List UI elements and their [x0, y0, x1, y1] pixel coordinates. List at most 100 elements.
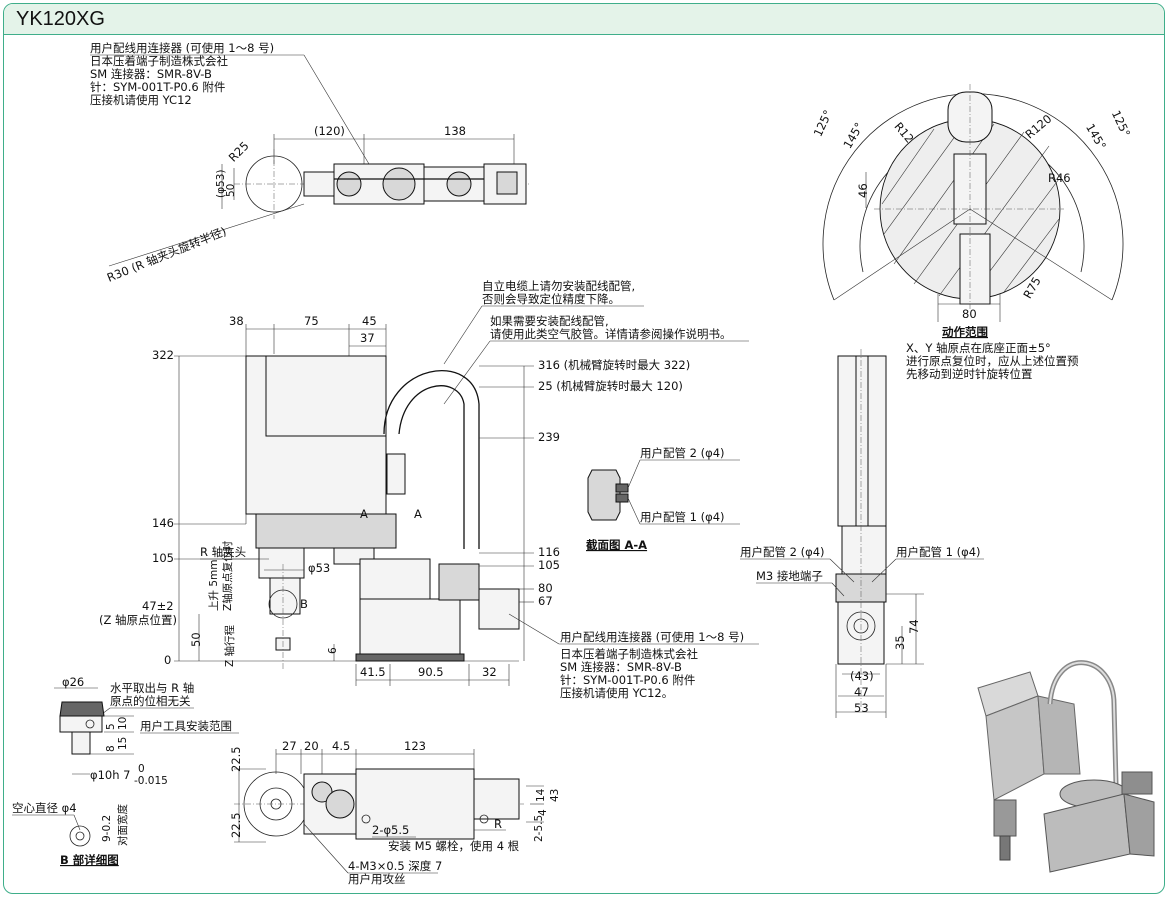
- side-connector-line-4: 针：SYM-001T-P0.6 附件: [560, 673, 695, 687]
- robot-chuck: [993, 799, 1017, 837]
- r-chuck-label: R 轴夹头: [200, 545, 246, 559]
- arm-body: [245, 355, 387, 515]
- self-standing-cable: [383, 369, 480, 549]
- connector-block: [496, 171, 518, 195]
- dim-10: 10: [117, 717, 129, 730]
- base-plate: [355, 653, 465, 662]
- dim-0: 0: [164, 653, 171, 667]
- dim-47: 47±2: [142, 599, 174, 613]
- leader-line: [831, 582, 845, 597]
- motion-range: 125° 145° 145° 125° R12 R120 R46 R75 46 …: [811, 84, 1133, 381]
- top-view: 用户配线用连接器 (可使用 1～8 号) 日本压着端子制造株式会社 SM 连接器…: [90, 41, 529, 285]
- top-connector-line-5: 压接机请使用 YC12: [90, 93, 192, 107]
- page-title: YK120XG: [16, 8, 105, 30]
- robot-base-side: [1123, 793, 1155, 857]
- tol-upper: 0: [138, 763, 145, 775]
- dim-15: 15: [117, 737, 129, 750]
- leader-line: [443, 340, 491, 405]
- dim-32: 32: [482, 665, 497, 679]
- hollow-shaft-circle: [69, 825, 91, 847]
- dim-47-front: 47: [854, 685, 869, 699]
- note1-line-1: 自立电缆上请勿安装配线配管,: [482, 279, 635, 293]
- dim-5: 5: [105, 723, 117, 730]
- section-caption: 截面图 A-A: [586, 538, 647, 552]
- a-mark-left: A: [360, 507, 368, 521]
- dim-2-5-5: 2-5.5: [533, 815, 545, 842]
- front-pipe-1: 用户配管 1 (φ4): [896, 545, 981, 559]
- dim-43: (43): [850, 669, 874, 683]
- bottom-joint-2: [325, 789, 355, 819]
- z-stroke-label: Z 轴行程: [223, 624, 236, 667]
- dim-146: 146: [152, 516, 174, 530]
- title-bar: YK120XG: [4, 4, 1164, 35]
- lift-label-2: Z轴原点复位时: [221, 540, 234, 611]
- r-mark: R: [494, 817, 502, 831]
- range-note-1: X、Y 轴原点在底座正面±5°: [906, 341, 1051, 355]
- robot-base: [1043, 793, 1131, 873]
- dim-25: 25 (机械臂旋转时最大 120): [538, 379, 683, 393]
- z-origin-label: (Z 轴原点位置): [99, 613, 177, 627]
- top-connector-line-4: 针：SYM-001T-P0.6 附件: [90, 80, 225, 94]
- hollow-bore: [75, 831, 85, 841]
- side-connector-line-3: SM 连接器：SMR-8V-B: [560, 660, 682, 674]
- dim-75: 75: [304, 314, 319, 328]
- z-axis-column: [265, 355, 387, 437]
- pipe-2-section: [615, 483, 629, 493]
- bottom-connector: [473, 778, 520, 820]
- holes-label: 2-φ5.5: [372, 823, 409, 837]
- m3-tap-label: 4-M3×0.5 深度 7: [348, 859, 442, 873]
- spline: [269, 577, 301, 615]
- dim-116: 116: [538, 545, 560, 559]
- mount-hole: [479, 814, 489, 824]
- dim-105: 105: [152, 551, 174, 565]
- robot-arm-face: [1037, 695, 1081, 775]
- section-shape: [587, 469, 621, 521]
- drawing-canvas: 用户配线用连接器 (可使用 1～8 号) 日本压着端子制造株式会社 SM 连接器…: [12, 41, 1155, 886]
- dim-50: 50: [225, 184, 237, 197]
- self-standing-cable-inner: [398, 385, 465, 549]
- dim-4-5: 4.5: [332, 739, 350, 753]
- joint: [336, 171, 362, 197]
- base-connector: [438, 563, 480, 601]
- r30-label: R30 (R 轴夹头旋转半径): [105, 224, 228, 285]
- front-arm: [841, 525, 887, 575]
- dim-90-5: 90.5: [418, 665, 444, 679]
- section-pipe-1: 用户配管 1 (φ4): [640, 510, 725, 524]
- detail-b: φ26 水平取出与 R 轴 原点的位相无关 5 10 15 8 用户工具安装范围…: [12, 675, 239, 867]
- chuck-top: [59, 701, 105, 717]
- dim-50-z: 50: [189, 632, 203, 647]
- robot-connector: [1121, 771, 1153, 795]
- m3-tap-label-2: 用户用攻丝: [348, 872, 406, 886]
- dim-45: 45: [362, 314, 377, 328]
- dim-35: 35: [893, 635, 907, 650]
- robot-cable-highlight: [1049, 661, 1117, 785]
- dim-120: (120): [314, 124, 345, 138]
- tol-lower: -0.015: [134, 775, 168, 787]
- r-axis-chuck: [258, 547, 305, 579]
- note2-line-2: 请使用此类空气胶管。详情请参阅操作说明书。: [490, 327, 732, 341]
- dim-239: 239: [538, 430, 560, 444]
- joint: [446, 171, 472, 197]
- bolts-label: 安装 M5 螺栓，使用 4 根: [388, 839, 520, 853]
- leader-line: [871, 558, 897, 583]
- angle-125-right: 125°: [1109, 108, 1133, 139]
- dim-46: 46: [856, 183, 870, 198]
- dim-37: 37: [360, 331, 375, 345]
- chuck-body: [59, 715, 103, 733]
- r46-label: R46: [1048, 171, 1071, 185]
- leader-line: [303, 54, 370, 165]
- dim-14: 14: [535, 788, 547, 802]
- dim-74: 74: [907, 619, 921, 634]
- leader-line: [829, 558, 855, 583]
- leader-line: [627, 459, 641, 489]
- front-view: 用户配管 2 (φ4) 用户配管 1 (φ4) M3 接地端子 35 74 (4…: [740, 349, 984, 718]
- cable-clamp: [386, 453, 406, 495]
- angle-125-left: 125°: [811, 108, 835, 139]
- dim-38: 38: [229, 314, 244, 328]
- dim-123: 123: [404, 739, 426, 753]
- dim-80: 80: [962, 307, 977, 321]
- b-mark: B: [300, 597, 308, 611]
- base-block: [359, 598, 461, 655]
- lift-label: 上升 5mm: [208, 560, 220, 611]
- leader-line: [508, 613, 560, 645]
